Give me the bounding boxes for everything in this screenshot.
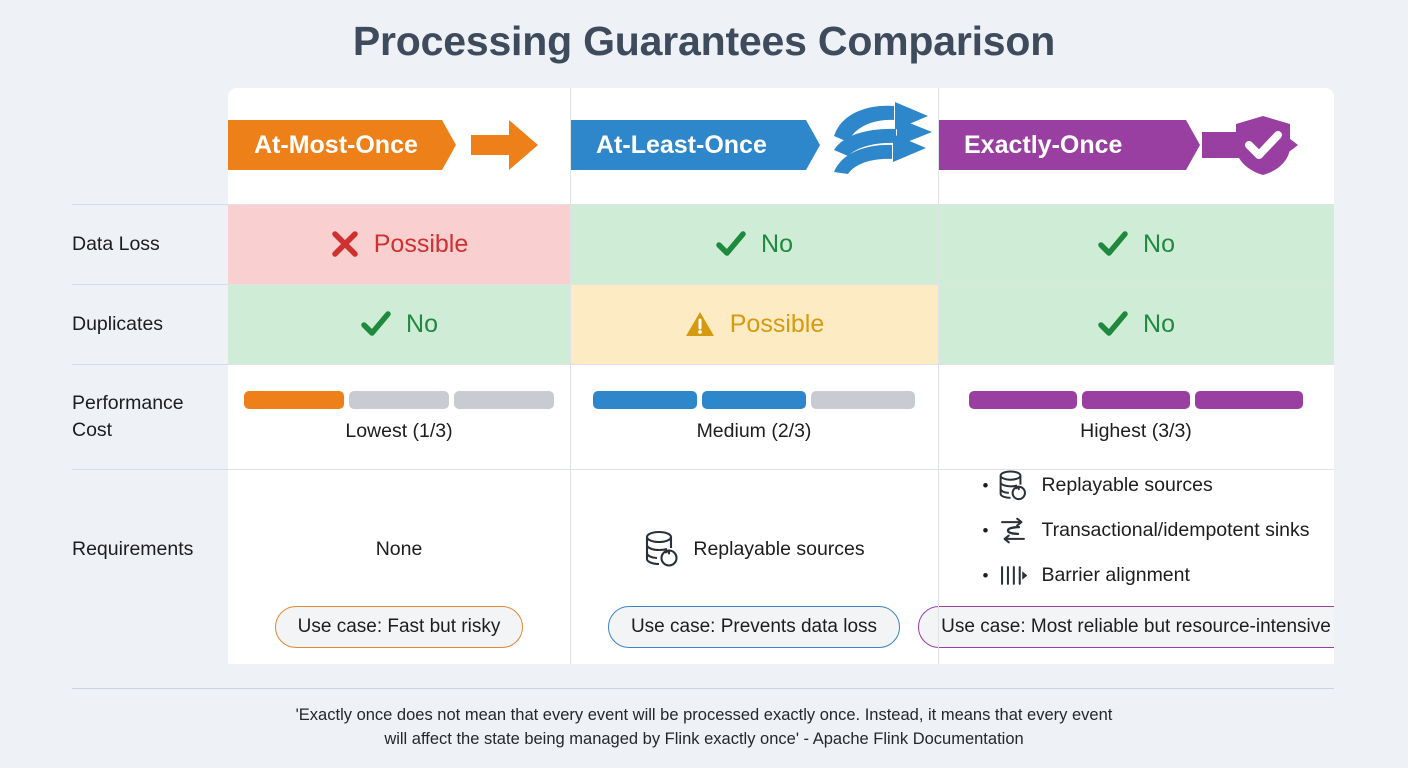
column-header-at-least-once: At-Least-Once — [570, 88, 938, 204]
barrier-bars-icon — [997, 559, 1029, 592]
performance-bar-exactly-once — [969, 390, 1303, 409]
cell-value: Possible — [373, 229, 469, 258]
cell-data-loss-at-least-once: No — [570, 204, 938, 284]
triple-curved-arrows-icon — [834, 100, 932, 174]
database-replay-icon — [997, 469, 1029, 502]
column-header-exactly-once: Exactly-Once — [938, 88, 1334, 204]
header-banner-exactly-once: Exactly-Once — [938, 120, 1186, 170]
row-separator — [72, 364, 228, 365]
row-label-requirements: Requirements — [72, 537, 194, 560]
cell-performance-exactly-once: Highest (3/3) — [938, 364, 1334, 469]
requirement-text: Replayable sources — [1041, 474, 1213, 496]
table-hdivider — [228, 284, 1334, 285]
footer-divider — [72, 688, 1334, 689]
bar-segment-filled — [244, 390, 344, 409]
cell-data-loss-exactly-once: No — [938, 204, 1334, 284]
performance-label: Lowest (1/3) — [345, 419, 453, 442]
exchange-arrows-icon — [997, 514, 1029, 547]
cell-performance-at-least-once: Medium (2/3) — [570, 364, 938, 469]
footer-quote: 'Exactly once does not mean that every e… — [0, 703, 1408, 752]
cell-requirements-exactly-once: • Replayable sources — [938, 469, 1334, 629]
requirement-item: Replayable sources — [643, 529, 865, 569]
banner-chevron-icon — [1186, 120, 1200, 170]
use-case-at-most-once[interactable]: Use case: Fast but risky — [228, 589, 570, 664]
cell-duplicates-exactly-once: No — [938, 284, 1334, 364]
check-icon — [715, 229, 747, 259]
row-label-performance-cost: Performance Cost — [72, 392, 184, 441]
banner-chevron-icon — [806, 120, 820, 170]
page-title: Processing Guarantees Comparison — [352, 18, 1056, 64]
cell-value: No — [1143, 229, 1175, 258]
header-banner-at-most-once: At-Most-Once — [228, 120, 442, 170]
requirement-text: None — [375, 537, 423, 560]
requirement-item: • Replayable sources — [982, 469, 1309, 502]
row-label-duplicates: Duplicates — [72, 312, 164, 335]
requirements-list: • Replayable sources — [982, 469, 1310, 592]
use-case-pill[interactable]: Use case: Most reliable but resource-int… — [918, 605, 1334, 648]
header-label: Exactly-Once — [964, 130, 1123, 159]
table-hdivider — [228, 469, 1334, 470]
cell-duplicates-at-least-once: Possible — [570, 284, 938, 364]
cell-value: No — [761, 229, 793, 258]
bar-segment-filled — [702, 390, 806, 409]
cell-duplicates-at-most-once: No — [228, 284, 570, 364]
bar-segment-filled — [969, 390, 1077, 409]
bullet-icon: • — [982, 475, 989, 495]
check-icon — [1097, 309, 1129, 339]
row-label-column: Data Loss Duplicates Performance Cost Re… — [72, 88, 228, 664]
cell-value: Possible — [729, 309, 825, 338]
header-label: At-Least-Once — [596, 130, 767, 159]
table-hdivider — [228, 364, 1334, 365]
requirement-text: Barrier alignment — [1041, 564, 1190, 586]
bar-segment-empty — [454, 390, 554, 409]
requirement-item: None — [376, 538, 423, 561]
single-arrow-icon — [471, 120, 538, 170]
bullet-icon: • — [982, 565, 989, 585]
bar-segment-filled — [593, 390, 697, 409]
cell-requirements-at-least-once: Replayable sources — [570, 469, 938, 629]
bar-segment-filled — [1195, 390, 1303, 409]
requirement-item: • Transactional/idempotent sinks — [982, 514, 1310, 547]
comparison-table: At-Most-Once At-Least-Once — [228, 88, 1334, 664]
requirement-text: Transactional/idempotent sinks — [1041, 519, 1310, 541]
bullet-icon: • — [982, 520, 989, 540]
table-hdivider — [228, 204, 1334, 205]
header-banner-at-least-once: At-Least-Once — [570, 120, 806, 170]
row-label-data-loss: Data Loss — [72, 232, 160, 255]
performance-bar-at-least-once — [593, 390, 915, 409]
row-separator — [72, 284, 228, 285]
header-label: At-Most-Once — [254, 130, 418, 159]
footer-line-1: 'Exactly once does not mean that every e… — [295, 706, 1113, 724]
cell-data-loss-at-most-once: Possible — [228, 204, 570, 284]
shield-check-arrow-icon — [1202, 115, 1298, 175]
use-case-pill[interactable]: Use case: Prevents data loss — [607, 605, 901, 648]
requirement-item: • Barrier alignment — [982, 559, 1309, 592]
requirement-text: Replayable sources — [693, 537, 865, 560]
database-replay-icon — [643, 529, 681, 569]
check-icon — [1097, 229, 1129, 259]
use-case-pill[interactable]: Use case: Fast but risky — [274, 605, 524, 648]
column-header-at-most-once: At-Most-Once — [228, 88, 570, 204]
use-case-exactly-once[interactable]: Use case: Most reliable but resource-int… — [918, 589, 1334, 664]
cell-value: No — [1143, 309, 1175, 338]
use-case-at-least-once[interactable]: Use case: Prevents data loss — [570, 589, 938, 664]
check-icon — [360, 309, 392, 339]
cell-performance-at-most-once: Lowest (1/3) — [228, 364, 570, 469]
bar-segment-empty — [811, 390, 915, 409]
bar-segment-empty — [349, 390, 449, 409]
performance-label: Highest (3/3) — [1080, 419, 1192, 442]
cross-icon — [330, 229, 360, 259]
warning-icon — [684, 309, 716, 339]
row-separator — [72, 204, 228, 205]
banner-chevron-icon — [442, 120, 456, 170]
table-vdivider — [938, 88, 939, 664]
table-vdivider — [570, 88, 571, 664]
footer-line-2: will affect the state being managed by F… — [384, 730, 1024, 749]
cell-requirements-at-most-once: None — [228, 469, 570, 629]
performance-label: Medium (2/3) — [696, 419, 812, 442]
performance-bar-at-most-once — [244, 390, 554, 409]
row-separator — [72, 469, 228, 470]
bar-segment-filled — [1082, 390, 1190, 409]
cell-value: No — [406, 309, 438, 338]
